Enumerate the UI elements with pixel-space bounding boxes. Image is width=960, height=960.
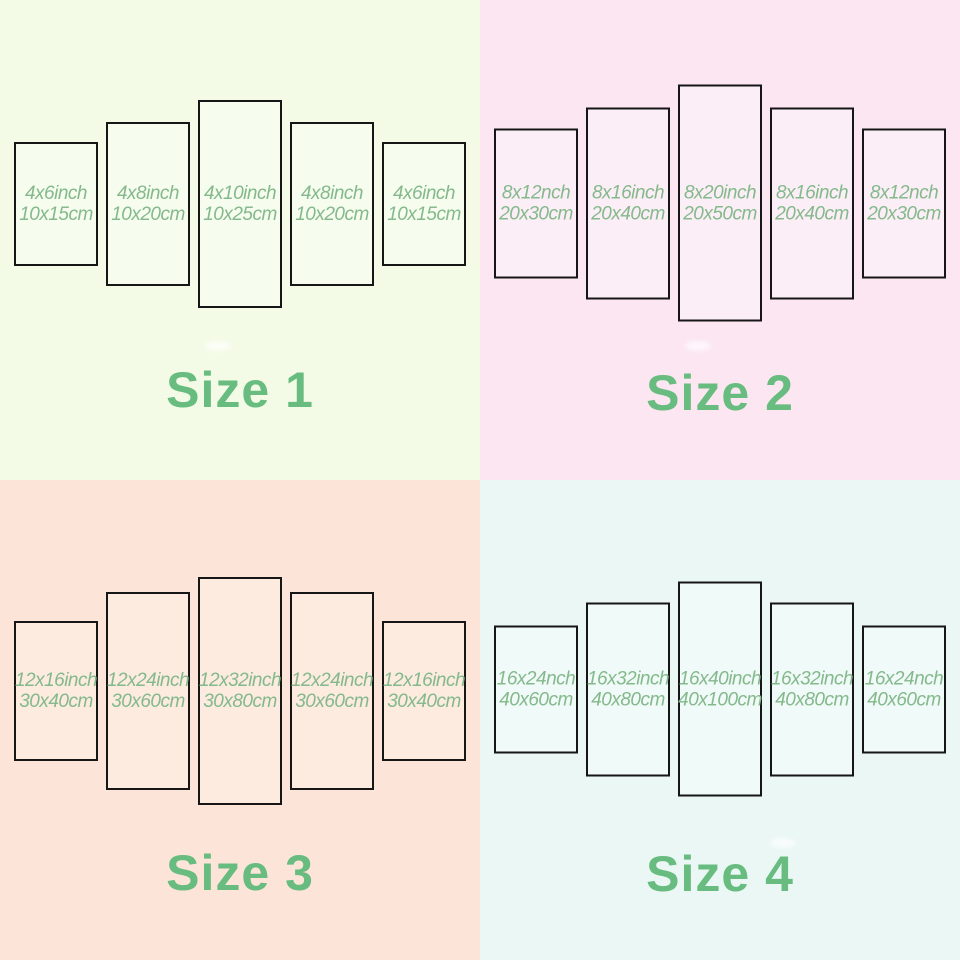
panel-dimensions: 12x24inch 30x60cm	[290, 670, 374, 712]
canvas-panel: 16x40inch 40x100cm	[678, 581, 762, 797]
panel-dimensions: 12x32inch 30x80cm	[198, 670, 282, 712]
panel-cm-label: 20x30cm	[867, 203, 941, 224]
canvas-panel: 4x8inch 10x20cm	[290, 122, 374, 286]
canvas-panel: 4x10inch 10x25cm	[198, 100, 282, 308]
size-3-label: Size 3	[166, 845, 314, 901]
canvas-panel: 16x32inch 40x80cm	[770, 602, 854, 776]
canvas-panel: 12x24inch 30x60cm	[290, 592, 374, 790]
panel-inch-label: 4x10inch	[203, 183, 277, 204]
panel-row: 8x12nch 20x30cm 8x16inch 20x40cm 8x20inc…	[480, 84, 960, 322]
panel-inch-label: 16x24nch	[496, 668, 576, 689]
panel-inch-label: 4x6inch	[392, 183, 455, 204]
canvas-panel: 12x24inch 30x60cm	[106, 592, 190, 790]
canvas-panel: 12x16inch 30x40cm	[14, 621, 98, 761]
panel-cm-label: 30x60cm	[295, 691, 369, 712]
panel-cm-label: 10x15cm	[19, 204, 93, 225]
panel-dimensions: 16x24nch 40x60cm	[864, 668, 944, 710]
panel-dimensions: 16x32inch 40x80cm	[586, 668, 670, 710]
size-1-label: Size 1	[166, 362, 314, 418]
canvas-panel: 8x20inch 20x50cm	[678, 84, 762, 322]
panel-cm-label: 20x40cm	[775, 203, 849, 224]
panel-cm-label: 10x15cm	[387, 204, 461, 225]
size-3-quadrant: 12x16inch 30x40cm 12x24inch 30x60cm 12x3…	[0, 480, 480, 960]
canvas-panel: 8x12nch 20x30cm	[494, 128, 578, 278]
panel-inch-label: 16x32inch	[586, 668, 670, 689]
panel-inch-label: 16x32inch	[770, 668, 854, 689]
size-4-label: Size 4	[646, 846, 794, 902]
panel-dimensions: 12x16inch 30x40cm	[14, 670, 98, 712]
panel-dimensions: 16x32inch 40x80cm	[770, 668, 854, 710]
panel-row: 16x24nch 40x60cm 16x32inch 40x80cm 16x40…	[480, 581, 960, 797]
panel-dimensions: 8x16inch 20x40cm	[775, 182, 849, 224]
panel-cm-label: 40x60cm	[867, 689, 941, 710]
panel-cm-label: 20x40cm	[591, 203, 665, 224]
panel-inch-label: 12x24inch	[290, 670, 374, 691]
panel-dimensions: 4x6inch 10x15cm	[387, 183, 461, 225]
canvas-panel: 16x24nch 40x60cm	[862, 625, 946, 753]
panel-cm-label: 20x50cm	[683, 203, 757, 224]
canvas-panel: 4x6inch 10x15cm	[14, 142, 98, 266]
panel-dimensions: 12x16inch 30x40cm	[382, 670, 466, 712]
panel-inch-label: 4x6inch	[24, 183, 87, 204]
panel-inch-label: 8x20inch	[683, 182, 757, 203]
panel-cm-label: 10x25cm	[203, 204, 277, 225]
panel-row: 12x16inch 30x40cm 12x24inch 30x60cm 12x3…	[0, 577, 480, 805]
size-4-quadrant: 16x24nch 40x60cm 16x32inch 40x80cm 16x40…	[480, 480, 960, 960]
panel-inch-label: 16x40inch	[678, 668, 762, 689]
size-1-quadrant: 4x6inch 10x15cm 4x8inch 10x20cm 4x10inch…	[0, 0, 480, 480]
panel-dimensions: 4x8inch 10x20cm	[295, 183, 369, 225]
panel-dimensions: 4x8inch 10x20cm	[111, 183, 185, 225]
panel-inch-label: 16x24nch	[864, 668, 944, 689]
canvas-panel: 16x24nch 40x60cm	[494, 625, 578, 753]
panel-cm-label: 30x80cm	[203, 691, 277, 712]
panel-inch-label: 12x16inch	[14, 670, 98, 691]
panel-cm-label: 40x80cm	[591, 689, 665, 710]
panel-inch-label: 8x16inch	[775, 182, 849, 203]
panel-cm-label: 30x40cm	[387, 691, 461, 712]
panel-dimensions: 12x24inch 30x60cm	[106, 670, 190, 712]
panel-inch-label: 12x32inch	[198, 670, 282, 691]
panel-inch-label: 12x24inch	[106, 670, 190, 691]
canvas-panel: 16x32inch 40x80cm	[586, 602, 670, 776]
panel-cm-label: 10x20cm	[295, 204, 369, 225]
panel-dimensions: 16x24nch 40x60cm	[496, 668, 576, 710]
size-2-quadrant: 8x12nch 20x30cm 8x16inch 20x40cm 8x20inc…	[480, 0, 960, 480]
panel-cm-label: 20x30cm	[499, 203, 573, 224]
canvas-panel: 4x6inch 10x15cm	[382, 142, 466, 266]
panel-inch-label: 4x8inch	[300, 183, 363, 204]
panel-cm-label: 30x40cm	[19, 691, 93, 712]
panel-dimensions: 8x16inch 20x40cm	[591, 182, 665, 224]
panel-dimensions: 4x10inch 10x25cm	[203, 183, 277, 225]
panel-inch-label: 12x16inch	[382, 670, 466, 691]
panel-inch-label: 8x12nch	[501, 182, 571, 203]
canvas-panel: 8x16inch 20x40cm	[770, 107, 854, 299]
panel-cm-label: 10x20cm	[111, 204, 185, 225]
canvas-panel: 4x8inch 10x20cm	[106, 122, 190, 286]
watermark-smudge	[205, 341, 231, 351]
panel-dimensions: 16x40inch 40x100cm	[678, 668, 762, 710]
panel-inch-label: 4x8inch	[116, 183, 179, 204]
canvas-panel: 8x16inch 20x40cm	[586, 107, 670, 299]
watermark-smudge	[685, 341, 711, 351]
panel-dimensions: 8x12nch 20x30cm	[867, 182, 941, 224]
canvas-panel: 12x16inch 30x40cm	[382, 621, 466, 761]
panel-dimensions: 8x12nch 20x30cm	[499, 182, 573, 224]
panel-cm-label: 40x60cm	[499, 689, 573, 710]
panel-cm-label: 40x80cm	[775, 689, 849, 710]
size-2-label: Size 2	[646, 365, 794, 421]
canvas-panel: 8x12nch 20x30cm	[862, 128, 946, 278]
panel-cm-label: 40x100cm	[678, 689, 762, 710]
panel-inch-label: 8x16inch	[591, 182, 665, 203]
canvas-panel: 12x32inch 30x80cm	[198, 577, 282, 805]
panel-cm-label: 30x60cm	[111, 691, 185, 712]
panel-dimensions: 4x6inch 10x15cm	[19, 183, 93, 225]
panel-inch-label: 8x12nch	[869, 182, 939, 203]
panel-row: 4x6inch 10x15cm 4x8inch 10x20cm 4x10inch…	[0, 100, 480, 308]
panel-dimensions: 8x20inch 20x50cm	[683, 182, 757, 224]
